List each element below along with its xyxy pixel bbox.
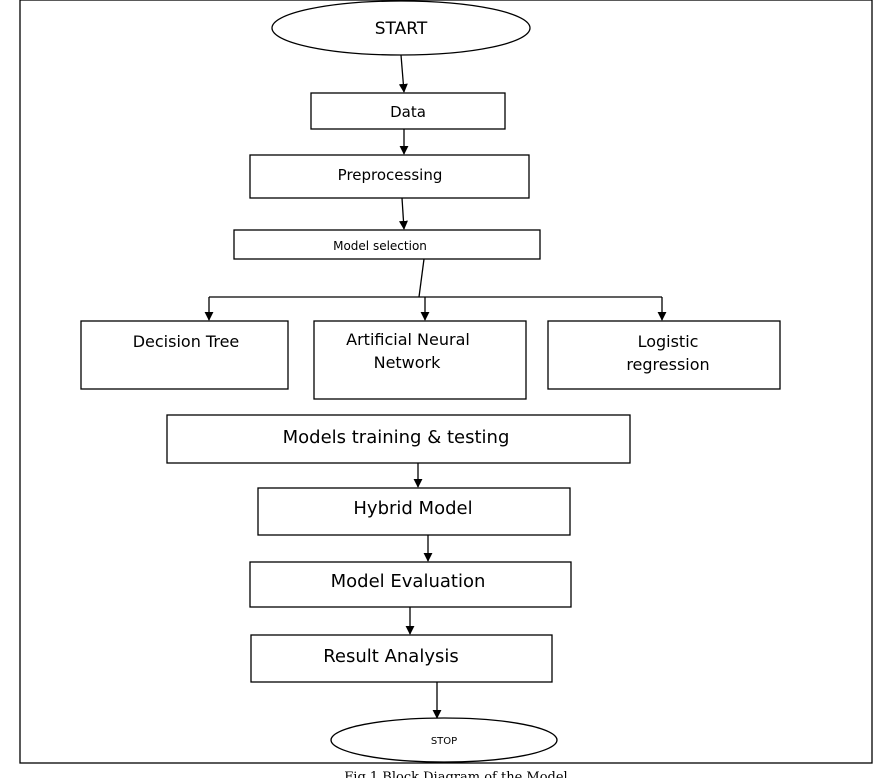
training-node — [166, 414, 631, 464]
hybrid-model-node — [257, 487, 571, 536]
hybrid-model-label: Hybrid Model — [353, 498, 472, 519]
stop-node — [330, 717, 558, 763]
result-analysis-node — [250, 634, 553, 683]
ann-label-line2: Network — [374, 353, 442, 372]
model-evaluation-label: Model Evaluation — [331, 571, 486, 592]
start-label: START — [375, 19, 428, 39]
arrow-preprocessing-to-model-selection — [398, 197, 408, 230]
decision-tree-node — [80, 320, 289, 390]
logistic-regression-node — [547, 320, 781, 390]
data-label: Data — [390, 103, 426, 121]
preprocessing-node — [249, 154, 530, 199]
training-label: Models training & testing — [283, 427, 510, 448]
model-selection-node — [233, 229, 541, 260]
ann-label-line1: Artificial Neural — [346, 330, 470, 349]
logistic-label-line1: Logistic — [638, 332, 699, 351]
data-node — [310, 92, 506, 130]
figure-caption: Fig 1 Block Diagram of the Model — [344, 770, 567, 778]
ann-node — [313, 320, 527, 400]
decision-tree-label: Decision Tree — [133, 332, 240, 351]
arrow-start-to-data — [398, 54, 408, 93]
model-evaluation-node — [249, 561, 572, 608]
outer-frame — [19, 0, 873, 764]
model-selection-label: Model selection — [333, 239, 427, 253]
stop-label: STOP — [431, 736, 457, 747]
logistic-label-line2: regression — [626, 355, 709, 374]
result-analysis-label: Result Analysis — [323, 646, 459, 667]
connector-model-selection-down — [418, 258, 425, 298]
preprocessing-label: Preprocessing — [338, 166, 443, 184]
